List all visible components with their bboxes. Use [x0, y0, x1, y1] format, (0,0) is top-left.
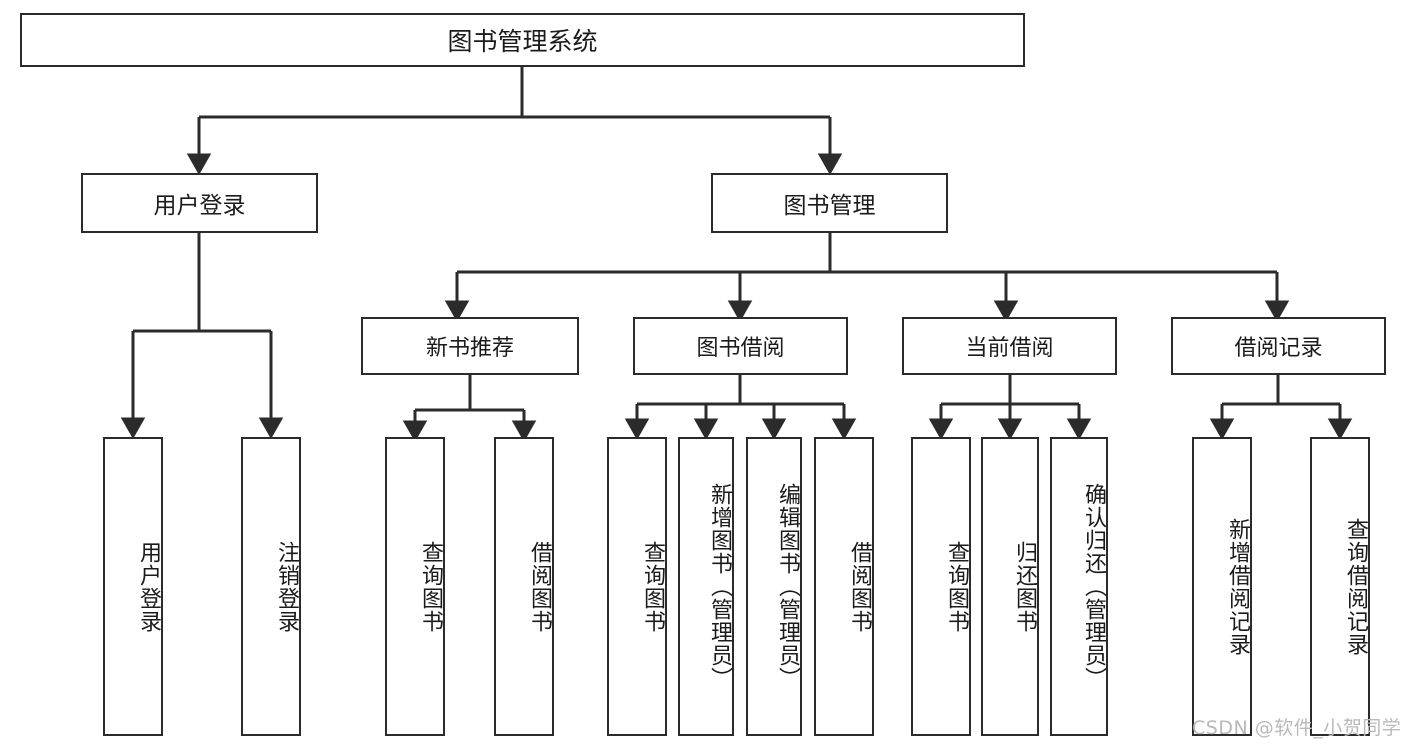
leaf-user-login-logout-label: 注销登录	[274, 540, 299, 633]
node-new-book-recommend-label: 新书推荐	[425, 336, 514, 361]
node-book-management-label: 图书管理	[783, 193, 876, 219]
node-borrow-record-label: 借阅记录	[1234, 336, 1323, 361]
node-root-label: 图书管理系统	[447, 27, 598, 56]
leaf-book-borrow-query-label: 查询图书	[640, 540, 665, 633]
node-user-login-label: 用户登录	[153, 193, 246, 219]
leaf-current-borrow-confirm-label: 确认归还（管理员）	[1081, 483, 1106, 690]
leaf-book-borrow-borrow-label: 借阅图书	[847, 540, 872, 633]
leaf-borrow-record-add[interactable]: 新增借阅记录	[1192, 437, 1252, 736]
leaf-book-borrow-edit-label: 编辑图书（管理员）	[775, 483, 800, 690]
leaf-book-borrow-query[interactable]: 查询图书	[607, 437, 667, 736]
leaf-new-book-query-label: 查询图书	[418, 540, 443, 633]
node-current-borrow[interactable]: 当前借阅	[902, 317, 1117, 375]
leaf-current-borrow-return[interactable]: 归还图书	[981, 437, 1039, 736]
node-book-management[interactable]: 图书管理	[711, 173, 948, 233]
leaf-borrow-record-add-label: 新增借阅记录	[1225, 517, 1250, 656]
leaf-book-borrow-borrow[interactable]: 借阅图书	[814, 437, 874, 736]
leaf-borrow-record-query-label: 查询借阅记录	[1343, 517, 1368, 656]
node-book-borrow[interactable]: 图书借阅	[633, 317, 848, 375]
leaf-current-borrow-query-label: 查询图书	[944, 540, 969, 633]
node-borrow-record[interactable]: 借阅记录	[1171, 317, 1386, 375]
csdn-watermark: CSDN @软件_小贺同学	[1192, 717, 1402, 739]
leaf-book-borrow-add[interactable]: 新增图书（管理员）	[678, 437, 734, 736]
leaf-book-borrow-edit[interactable]: 编辑图书（管理员）	[746, 437, 802, 736]
node-book-borrow-label: 图书借阅	[696, 336, 785, 361]
leaf-borrow-record-query[interactable]: 查询借阅记录	[1310, 437, 1370, 736]
node-current-borrow-label: 当前借阅	[965, 336, 1054, 361]
leaf-new-book-query[interactable]: 查询图书	[385, 437, 445, 736]
leaf-new-book-borrow[interactable]: 借阅图书	[494, 437, 554, 736]
leaf-current-borrow-query[interactable]: 查询图书	[911, 437, 971, 736]
leaf-user-login-login[interactable]: 用户登录	[103, 437, 163, 736]
node-new-book-recommend[interactable]: 新书推荐	[361, 317, 579, 375]
leaf-current-borrow-confirm[interactable]: 确认归还（管理员）	[1050, 437, 1108, 736]
leaf-user-login-login-label: 用户登录	[136, 540, 161, 633]
node-user-login[interactable]: 用户登录	[81, 173, 318, 233]
node-root[interactable]: 图书管理系统	[20, 13, 1025, 67]
leaf-current-borrow-return-label: 归还图书	[1012, 540, 1037, 633]
leaf-user-login-logout[interactable]: 注销登录	[241, 437, 301, 736]
leaf-new-book-borrow-label: 借阅图书	[527, 540, 552, 633]
leaf-book-borrow-add-label: 新增图书（管理员）	[707, 483, 732, 690]
